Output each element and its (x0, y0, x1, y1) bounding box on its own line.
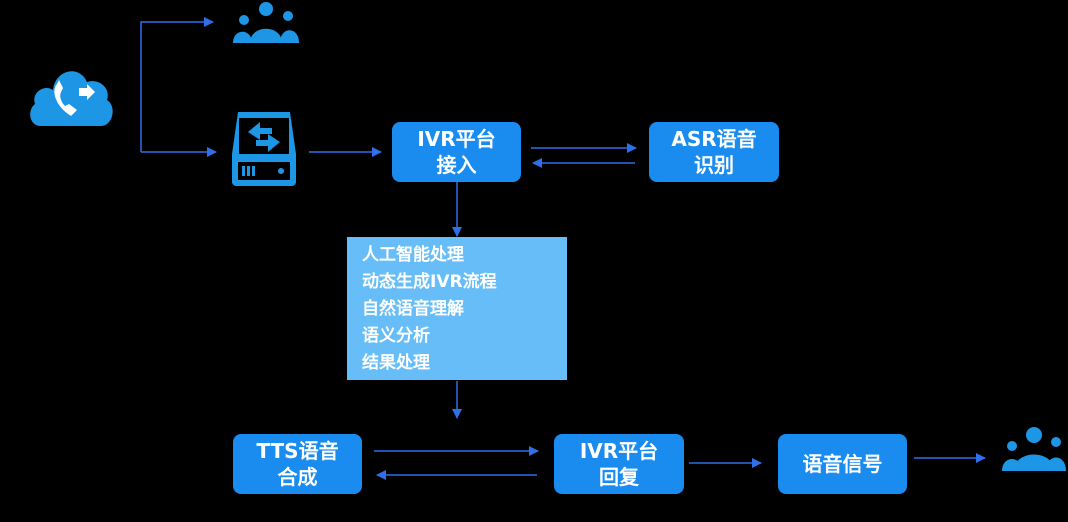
ivr-access-line2: 接入 (436, 153, 477, 177)
processing-box: 人工智能处理 动态生成IVR流程 自然语音理解 语义分析 结果处理 (347, 237, 567, 380)
server-switch-icon (232, 112, 296, 186)
tts-line1: TTS语音 (256, 439, 339, 463)
processing-item: 语义分析 (362, 326, 430, 346)
cloud-phone-icon (30, 71, 113, 126)
processing-item: 结果处理 (362, 353, 430, 373)
processing-item: 人工智能处理 (362, 245, 464, 265)
asr-line2: 识别 (694, 153, 734, 177)
ivr-reply-line2: 回复 (599, 465, 639, 489)
tts-line2: 合成 (277, 465, 318, 489)
processing-item: 自然语音理解 (362, 299, 464, 319)
voice-signal-label: 语音信号 (802, 452, 883, 476)
ivr-reply-box: IVR平台 回复 (554, 434, 684, 494)
users-group-icon (233, 2, 299, 43)
ivr-reply-line1: IVR平台 (579, 439, 659, 463)
asr-line1: ASR语音 (671, 127, 757, 151)
asr-box: ASR语音 识别 (649, 122, 779, 182)
processing-item: 动态生成IVR流程 (362, 272, 497, 292)
tts-box: TTS语音 合成 (233, 434, 362, 494)
ivr-access-box: IVR平台 接入 (392, 122, 521, 182)
ivr-access-line1: IVR平台 (417, 127, 496, 151)
voice-signal-box: 语音信号 (778, 434, 907, 494)
users-group-icon (1002, 427, 1066, 471)
arrow-cloud-to-users (140, 17, 214, 152)
